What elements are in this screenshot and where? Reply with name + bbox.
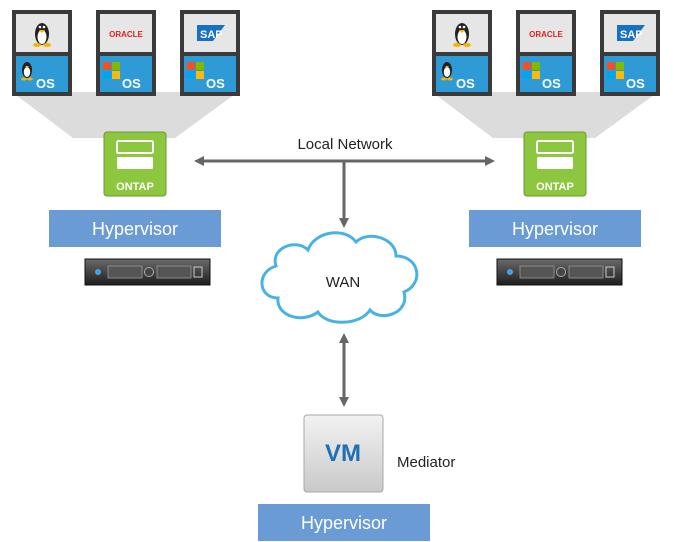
linux-penguin-icon [441, 62, 453, 81]
local-network-link: Local Network [194, 136, 495, 228]
storage-drive-icon [537, 157, 573, 169]
sap-logo-text: SAP [620, 29, 643, 41]
linux-penguin-icon [33, 23, 51, 47]
vm-stack-sap: SAP OS [180, 10, 240, 96]
os-label: OS [206, 76, 225, 91]
linux-penguin-icon [21, 62, 33, 81]
mediator-label: Mediator [397, 454, 455, 471]
vm-stack-oracle: ORACLE OS [96, 10, 156, 96]
vm-stack-oracle: ORACLE OS [516, 10, 576, 96]
storage-drive-icon [116, 140, 154, 154]
server-icon [496, 258, 623, 286]
vm-stack-sap: SAP OS [600, 10, 660, 96]
linux-penguin-icon [453, 23, 471, 47]
left-site: OS ORACLE OS SAP [12, 10, 240, 286]
right-site: OS ORACLE OS SAP [432, 10, 660, 286]
sap-logo-text: SAP [200, 29, 223, 41]
cloud-shape [260, 231, 419, 324]
vm-label: VM [325, 440, 361, 467]
wan-label: WAN [326, 274, 360, 291]
hypervisor-label: Hypervisor [92, 219, 178, 239]
ontap-node: ONTAP [523, 131, 587, 197]
ontap-label: ONTAP [536, 181, 574, 193]
os-label: OS [626, 76, 645, 91]
server-icon [84, 258, 211, 286]
windows-logo-icon [523, 62, 540, 79]
os-label: OS [456, 76, 475, 91]
sap-logo-icon: SAP [197, 25, 225, 41]
sap-logo-icon: SAP [617, 25, 645, 41]
funnel-shape [12, 92, 238, 138]
windows-logo-icon [187, 62, 204, 79]
storage-drive-icon [536, 140, 574, 154]
mediator-vm: VM [303, 414, 384, 493]
hypervisor-label: Hypervisor [512, 219, 598, 239]
hypervisor-bar: Hypervisor [469, 210, 641, 247]
os-label: OS [36, 76, 55, 91]
windows-logo-icon [103, 62, 120, 79]
storage-drive-icon [117, 157, 153, 169]
app-window [520, 14, 572, 52]
os-label: OS [122, 76, 141, 91]
hypervisor-bar: Hypervisor [258, 504, 430, 541]
hypervisor-label: Hypervisor [301, 513, 387, 533]
ontap-node: ONTAP [103, 131, 167, 197]
local-network-label: Local Network [297, 136, 393, 153]
oracle-logo: ORACLE [109, 30, 143, 39]
oracle-logo: ORACLE [529, 30, 563, 39]
funnel-shape [432, 92, 658, 138]
vm-stack-linux: OS [12, 10, 72, 96]
vm-stack-linux: OS [432, 10, 492, 96]
os-label: OS [542, 76, 561, 91]
wan-cloud: WAN [260, 231, 419, 324]
windows-logo-icon [607, 62, 624, 79]
hypervisor-bar: Hypervisor [49, 210, 221, 247]
ontap-label: ONTAP [116, 181, 154, 193]
app-window [100, 14, 152, 52]
mediator-site: VM Mediator Hypervisor [258, 414, 455, 541]
